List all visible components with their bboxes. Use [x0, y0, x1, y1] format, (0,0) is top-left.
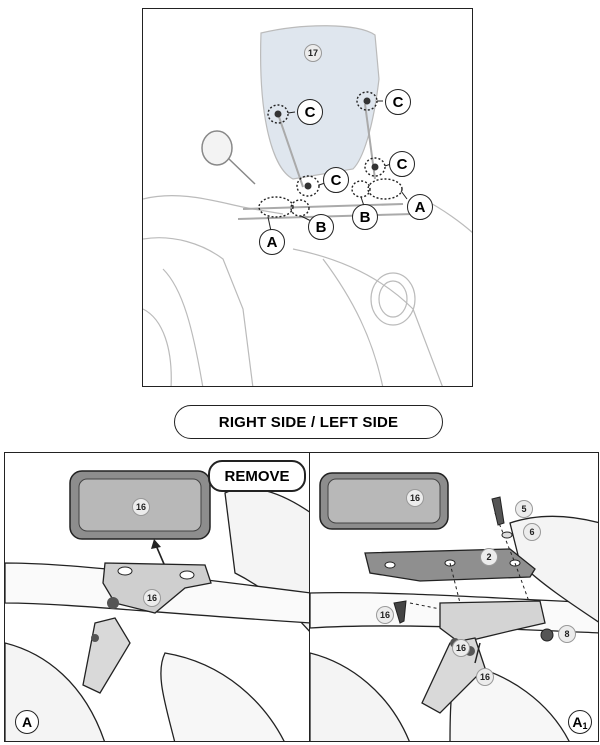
- callout-c-upper-left: C: [385, 89, 411, 115]
- callout-a-left: A: [407, 194, 433, 220]
- callout-c-upper-right: C: [297, 99, 323, 125]
- part-16-bolt-label: 16: [376, 606, 394, 624]
- part-6-label: 6: [523, 523, 541, 541]
- panel-letter: A: [572, 714, 583, 730]
- remove-label: REMOVE: [208, 460, 306, 492]
- part-16-cover-label: 16: [132, 498, 150, 516]
- part-17-label: 17: [304, 44, 322, 62]
- windscreen: [260, 25, 380, 180]
- part-16-low-label: 16: [476, 668, 494, 686]
- callout-b-right: B: [308, 214, 334, 240]
- part-16-bracket-label: 16: [143, 589, 161, 607]
- detail-a1-illustration: [310, 472, 598, 741]
- part-2-label: 2: [480, 548, 498, 566]
- part-8-label: 8: [558, 625, 576, 643]
- part-16-cover-label: 16: [406, 489, 424, 507]
- detail-a-panel: 16 16 A: [4, 452, 310, 742]
- scooter-windscreen-illustration: [143, 25, 472, 386]
- callout-a-right: A: [259, 229, 285, 255]
- panel-a-letter: A: [15, 710, 39, 734]
- callout-c-lower-right: C: [323, 167, 349, 193]
- callout-b-left: B: [352, 204, 378, 230]
- callout-c-lower-left: C: [389, 151, 415, 177]
- part-16-mid-label: 16: [452, 639, 470, 657]
- panel-subscript: 1: [582, 721, 588, 731]
- part-5-label: 5: [515, 500, 533, 518]
- side-banner: RIGHT SIDE / LEFT SIDE: [174, 405, 443, 439]
- overview-drawing: 17 C C C C A A B B: [142, 8, 473, 387]
